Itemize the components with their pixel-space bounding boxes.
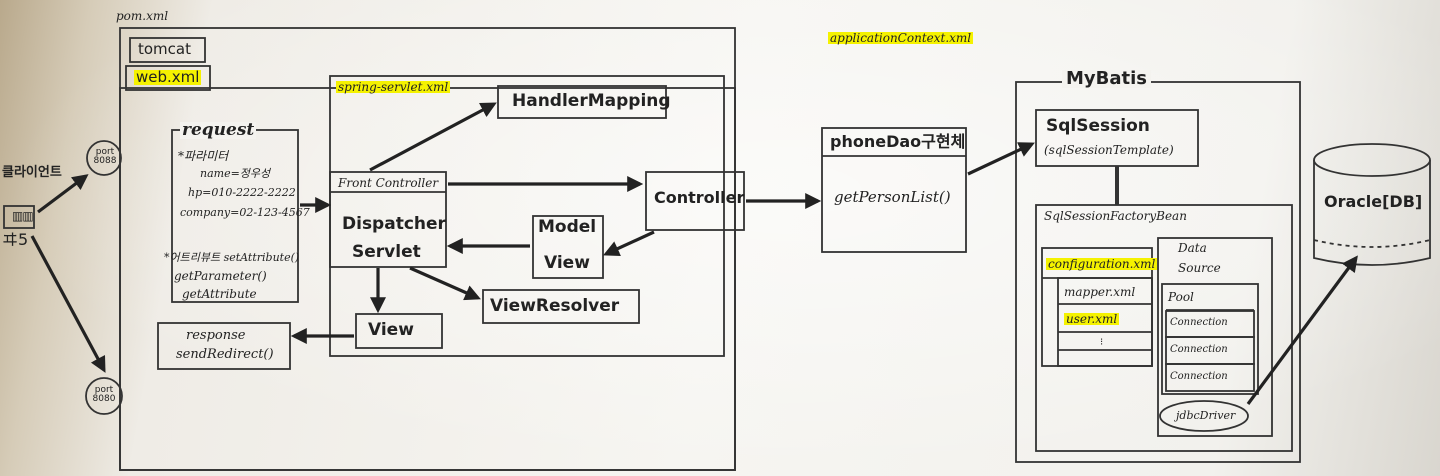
user-xml-label: user.xml [1064,312,1120,326]
factory-bean-box [1035,204,1293,452]
handler-mapping-box [497,85,667,119]
pom-xml-label: pom.xml [116,9,169,23]
view-box [355,313,443,349]
request-method: getParameter() [174,269,267,283]
oracle-db-cylinder [1313,160,1431,266]
view-resolver-label: ViewResolver [490,296,620,316]
phonedao-label: phoneDao구현체 [830,132,966,151]
port-top-label: port 8088 [93,147,117,166]
connection-label: Connection [1170,317,1228,328]
front-controller-label: Front Controller [338,176,439,190]
dispatcher-label: Dispatcher [342,214,446,234]
view-in-model-label: View [544,253,590,273]
application-context-label: applicationContext.xml [828,31,974,45]
connection-label: Connection [1170,371,1228,382]
connection-label: Connection [1170,344,1228,355]
model-view-box [532,215,604,279]
response-box [157,322,291,370]
request-param: company=02-123-4567 [180,206,310,219]
port-bottom-label: port 8080 [92,385,116,404]
send-redirect-label: sendRedirect() [176,347,274,362]
model-label: Model [538,217,597,237]
source-label: Source [1178,261,1221,275]
spring-servlet-label: spring-servlet.xml [336,80,451,94]
view-label: View [368,320,414,340]
response-label: response [186,328,246,343]
view-resolver-box [482,289,640,324]
port-bottom-circle [85,377,123,415]
request-param-header: *파라미터 [178,149,229,163]
mybatis-frame [1015,81,1301,463]
dispatcher-box [329,171,447,268]
jdbc-driver-oval [1159,400,1249,432]
data-label: Data [1178,241,1207,255]
controller-box [645,171,745,231]
servlet-label: Servlet [352,242,421,262]
ellipsis-dots: ⁝ [1100,337,1104,348]
client-label: 클라이언트 [2,165,62,180]
controller-label: Controller [654,188,745,207]
jdbc-driver-label: jdbcDriver [1176,409,1236,422]
sql-session-template-label: (sqlSessionTemplate) [1044,143,1174,157]
sql-session-label: SqlSession [1046,116,1150,136]
keyboard-icon: ヰ5 [2,230,29,249]
pool-label: Pool [1168,290,1194,304]
request-attr-header: *어트리뷰트 setAttribute() [164,251,300,264]
oracle-db-label: Oracle[DB] [1324,192,1423,211]
web-xml-label: web.xml [134,68,202,86]
web-xml-box [125,65,211,91]
request-param: name=정우성 [200,167,271,180]
configuration-xml-label: configuration.xml [1046,257,1158,271]
pool-box [1161,283,1259,395]
request-method: getAttribute [182,287,257,301]
get-person-list-label: getPersonList() [834,188,951,206]
request-param: hp=010-2222-2222 [188,186,296,199]
handler-mapping-label: HandlerMapping [512,91,671,111]
computer-icon: ▥▥ [12,209,34,223]
port-top-circle [86,140,122,176]
mybatis-title: MyBatis [1062,70,1151,88]
data-source-box [1157,237,1273,437]
factory-bean-label: SqlSessionFactoryBean [1044,209,1187,223]
phonedao-box [821,127,967,253]
tomcat-label: tomcat [138,40,191,58]
tomcat-box [129,37,206,63]
mapper-xml-label: mapper.xml [1064,285,1136,299]
request-title: request [180,120,257,140]
